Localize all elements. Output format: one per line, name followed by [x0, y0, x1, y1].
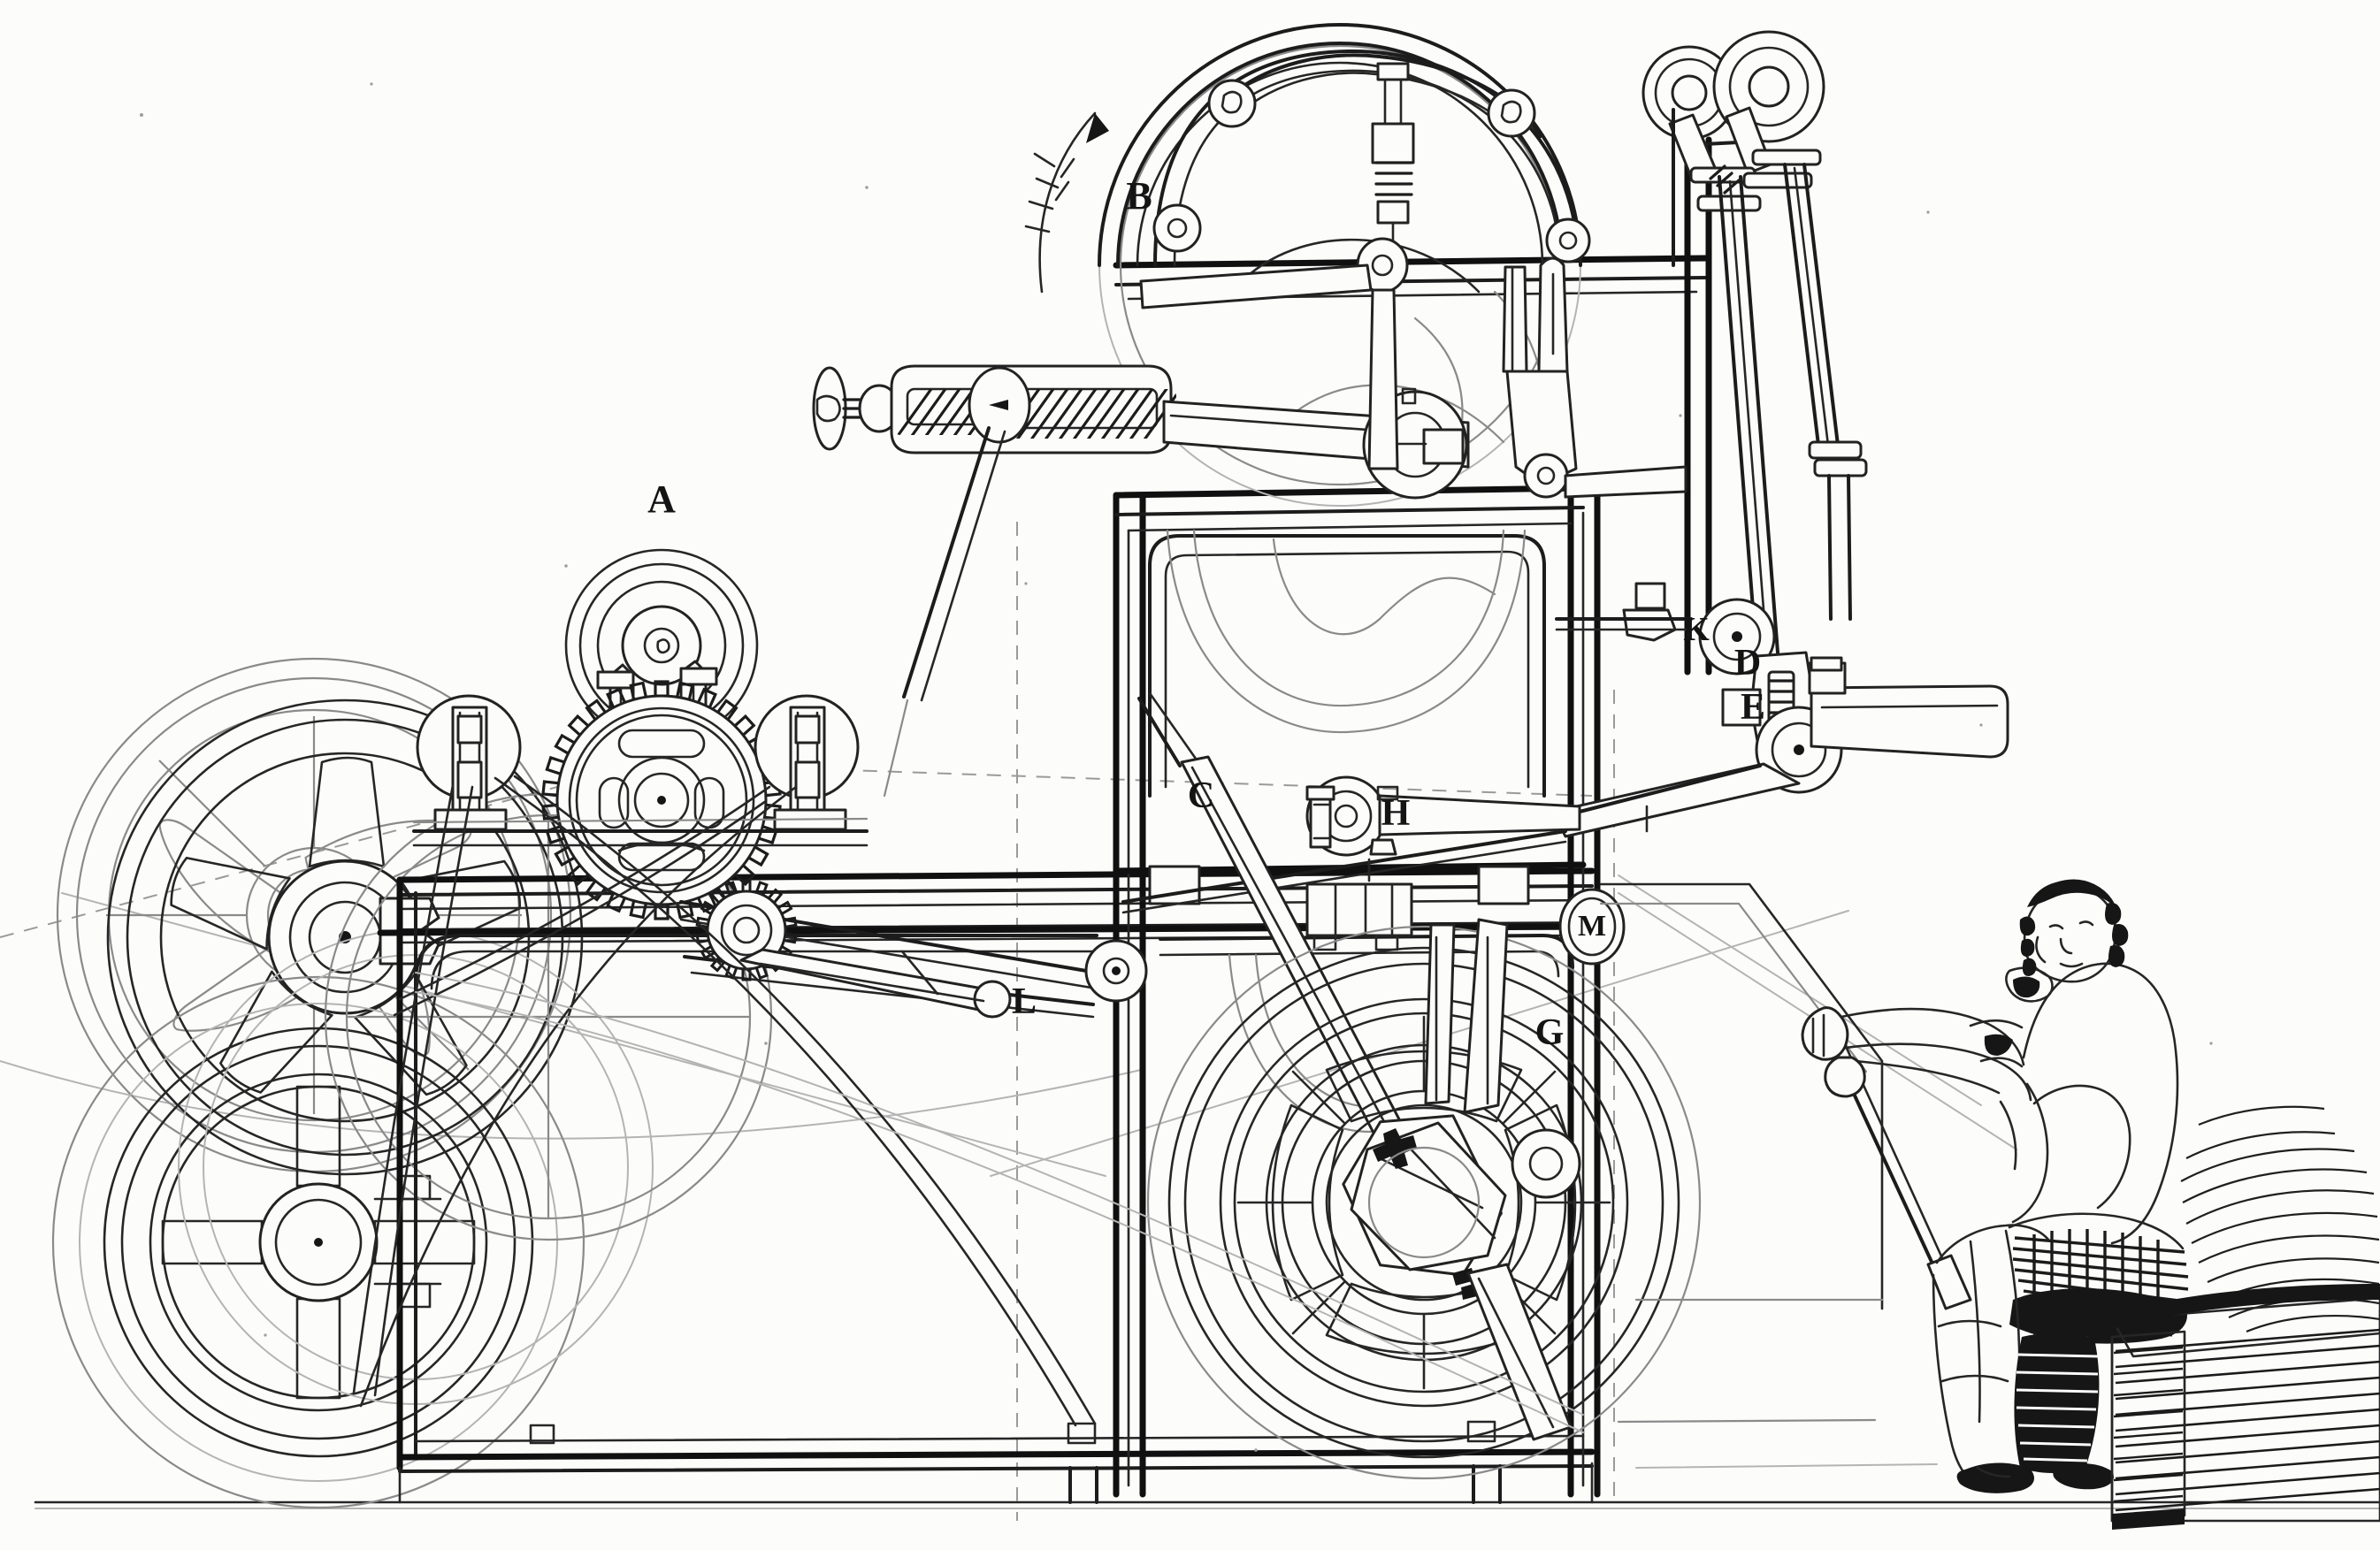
- figure-shading: [2180, 1105, 2380, 1333]
- part-label-L: L: [1011, 981, 1037, 1022]
- part-label-H: H: [1381, 793, 1411, 834]
- part-label-D: D: [1733, 643, 1762, 683]
- part-label-M: M: [1577, 910, 1607, 943]
- bracket-K: [1555, 582, 1693, 642]
- pulley-left-of-gear: [416, 694, 522, 831]
- lower-impression-cylinder: [1146, 918, 1702, 1480]
- part-label-B: B: [1126, 174, 1152, 218]
- ground-line: [34, 1500, 2380, 1509]
- part-label-K: K: [1683, 611, 1710, 648]
- plate-speckle: [140, 82, 2213, 1452]
- part-label-G: G: [1534, 1012, 1565, 1053]
- driving-belts: [352, 775, 1584, 1433]
- paper-stack: [2107, 1284, 2380, 1530]
- right-lever-assembly: [1121, 582, 2009, 914]
- rotation-direction-arrow: [1024, 111, 1109, 294]
- upper-impression-drum: [1098, 23, 1591, 1134]
- eccentric-H: [1305, 775, 1581, 857]
- drive-assembly-A: [412, 548, 869, 920]
- frame-boss-M: [1558, 888, 1626, 966]
- flywheel-lower-left: [51, 975, 585, 1509]
- part-label-A: A: [647, 477, 676, 521]
- stocking-stripes: [2016, 1353, 2099, 1462]
- drum-tension-screw: [1371, 62, 1415, 276]
- cylinder-crank-block: [1342, 918, 1581, 1441]
- top-right-pulleys: [1642, 30, 1868, 656]
- operator-figure: [1801, 879, 2380, 1493]
- part-label-E: E: [1740, 687, 1766, 728]
- upper-lever-linkage: [1139, 237, 1687, 499]
- bed-bolster-blocks: [1305, 882, 1413, 951]
- part-label-C: C: [1187, 775, 1215, 816]
- drum-grippers: [1152, 79, 1591, 263]
- sheet-lines: [2115, 1328, 2380, 1512]
